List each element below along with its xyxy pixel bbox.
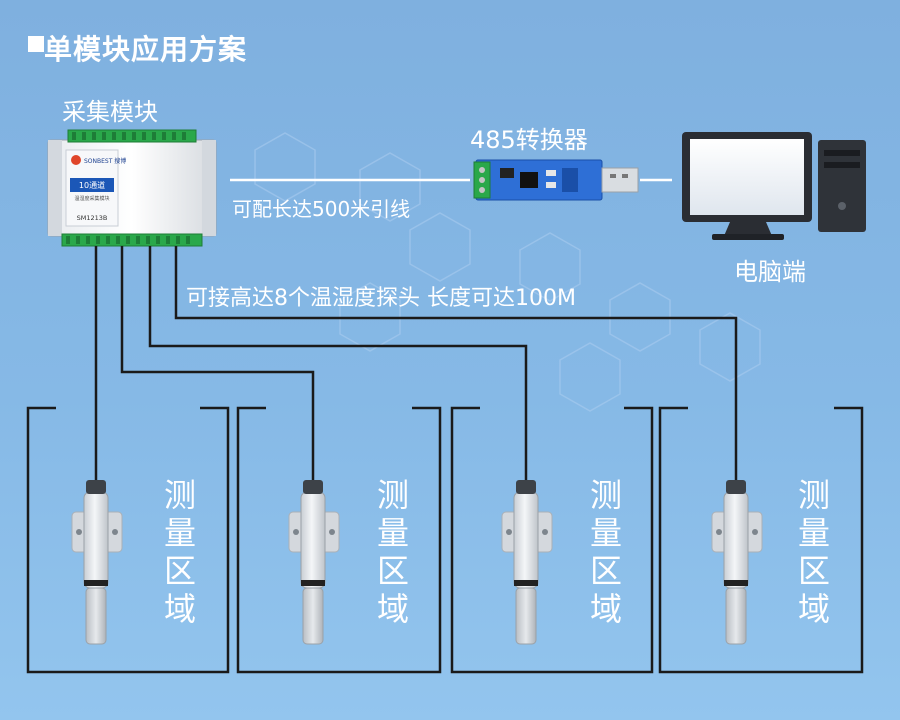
probe-3 [501,480,553,645]
wire-length-label: 可配长达500米引线 [232,197,411,221]
probe-wires [94,246,738,492]
device-channel-badge: 10通道 [79,180,105,190]
brand-logo-icon [71,155,81,165]
converter-label: 485转换器 [470,126,588,154]
probe-1 [71,480,123,645]
device-subtitle: 温湿度采集模块 [74,195,109,202]
computer-icon [682,132,866,240]
zone-brackets [26,406,864,674]
zone-label-4: 测量区域 [797,476,830,628]
title-bullet-icon [28,36,44,52]
device-model: SM1213B [77,214,108,222]
module-bottom-terminals [61,233,203,247]
device-brand: SONBEST 搜博 [84,157,126,165]
probe-capacity-label: 可接高达8个温湿度探头 长度可达100M [186,286,576,311]
probe-4 [711,480,763,645]
background-hexagons [254,132,761,412]
probe-2 [288,480,340,645]
zone-label-1: 测量区域 [163,476,196,628]
rs485-converter [473,159,639,201]
page-title: 单模块应用方案 [44,33,248,66]
zone-label-2: 测量区域 [376,476,409,628]
acquisition-module: SONBEST 搜博 10通道 温湿度采集模块 SM1213B [47,129,217,247]
module-label: 采集模块 [62,98,158,126]
zone-label-3: 测量区域 [589,476,622,628]
module-top-terminals [67,129,197,143]
pc-label: 电脑端 [734,258,806,286]
